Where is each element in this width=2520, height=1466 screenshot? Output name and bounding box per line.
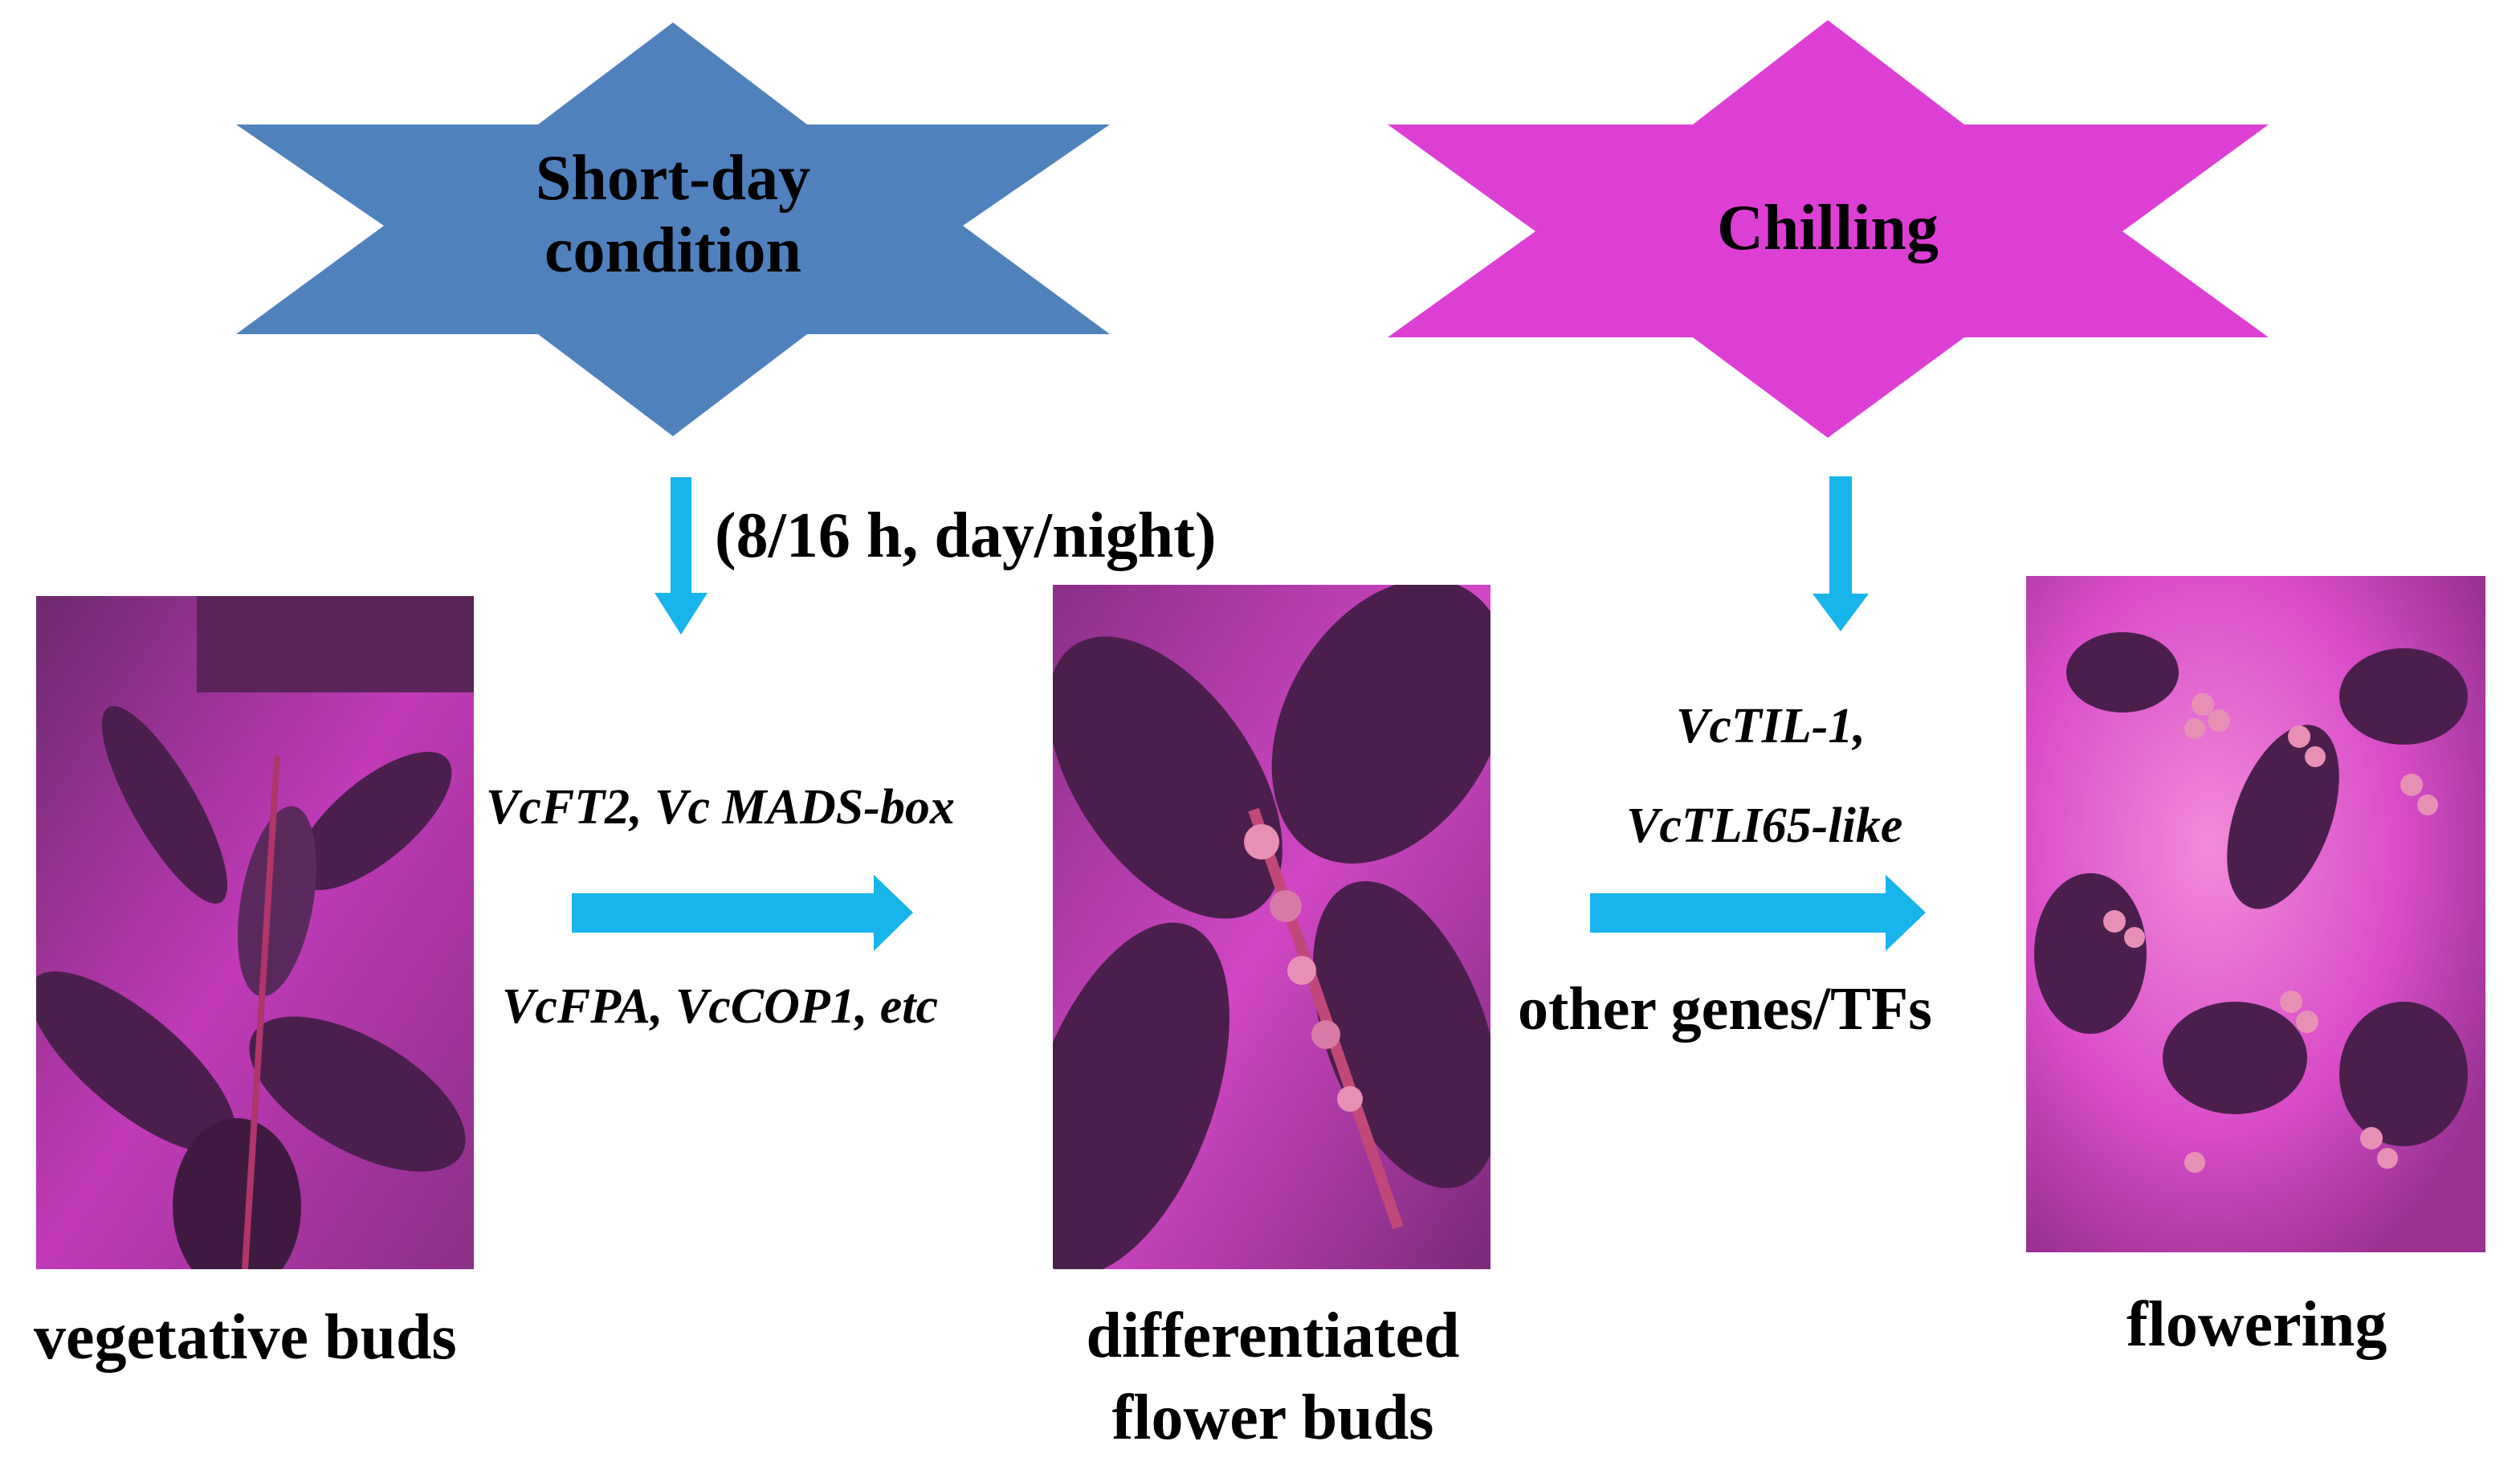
differentiated-buds-photo	[1053, 585, 1490, 1269]
differentiated-line2: flower buds	[1111, 1382, 1434, 1454]
short-day-line1: Short-day	[535, 143, 811, 214]
differentiated-to-flowering-arrow	[1590, 875, 1926, 951]
vegetative-to-differentiated-arrow	[572, 875, 913, 951]
genes-left-top: VcFT2, Vc MADS-box	[486, 780, 955, 835]
vegetative-buds-label: vegetative buds	[34, 1302, 457, 1373]
differentiated-line1: differentiated	[1086, 1301, 1460, 1371]
differentiated-buds-label: differentiated flower buds	[1036, 1295, 1510, 1460]
genes-right-top-2: VcTLI65-like	[1626, 798, 1903, 853]
genes-left-bottom: VcFPA, VcCOP1, etc	[502, 979, 938, 1034]
vegetative-buds-photo	[36, 596, 474, 1269]
genes-right-top-1: VcTIL-1,	[1676, 699, 1866, 753]
chilling-star-label: Chilling	[1717, 193, 1939, 263]
flowering-label: flowering	[2127, 1289, 2387, 1360]
chilling-star	[1388, 20, 2269, 438]
short-day-star-label: Short-day condition	[456, 143, 890, 287]
chilling-down-arrow	[1813, 476, 1869, 631]
photoperiod-label: (8/16 h, day/night)	[715, 500, 1217, 571]
flowering-photo	[2026, 576, 2485, 1252]
short-day-star	[236, 22, 1110, 436]
short-day-line2: condition	[544, 214, 802, 286]
genes-right-bottom: other genes/TFs	[1518, 975, 1932, 1043]
short-day-down-arrow	[654, 477, 707, 635]
